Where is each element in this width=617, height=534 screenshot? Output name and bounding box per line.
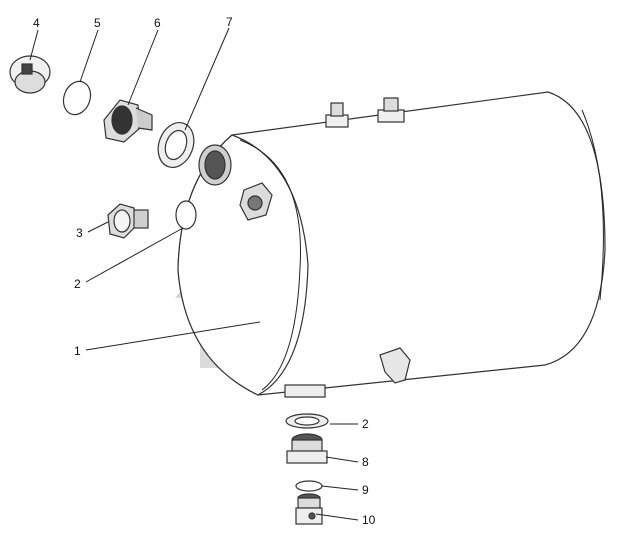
tank-icon — [175, 91, 606, 398]
adapter-fitting-icon — [286, 433, 328, 464]
callout-9: 9 — [362, 483, 369, 497]
callout-3: 3 — [76, 226, 83, 240]
drain-plug-icon — [295, 493, 323, 525]
plug-icon — [9, 55, 51, 94]
callout-8: 8 — [362, 455, 369, 469]
callout-2-upper: 2 — [74, 277, 81, 291]
adapter-fitting-icon — [103, 99, 153, 143]
plug-icon — [107, 203, 149, 239]
callout-2-lower: 2 — [362, 417, 369, 431]
callout-4: 4 — [33, 16, 40, 30]
callout-7: 7 — [226, 15, 233, 29]
callout-1: 1 — [74, 344, 81, 358]
callout-6: 6 — [154, 16, 161, 30]
callout-10: 10 — [362, 513, 376, 527]
callout-5: 5 — [94, 16, 101, 30]
o-ring-icon — [295, 480, 323, 492]
o-ring-icon — [62, 80, 92, 116]
leader-lines — [29, 27, 359, 521]
